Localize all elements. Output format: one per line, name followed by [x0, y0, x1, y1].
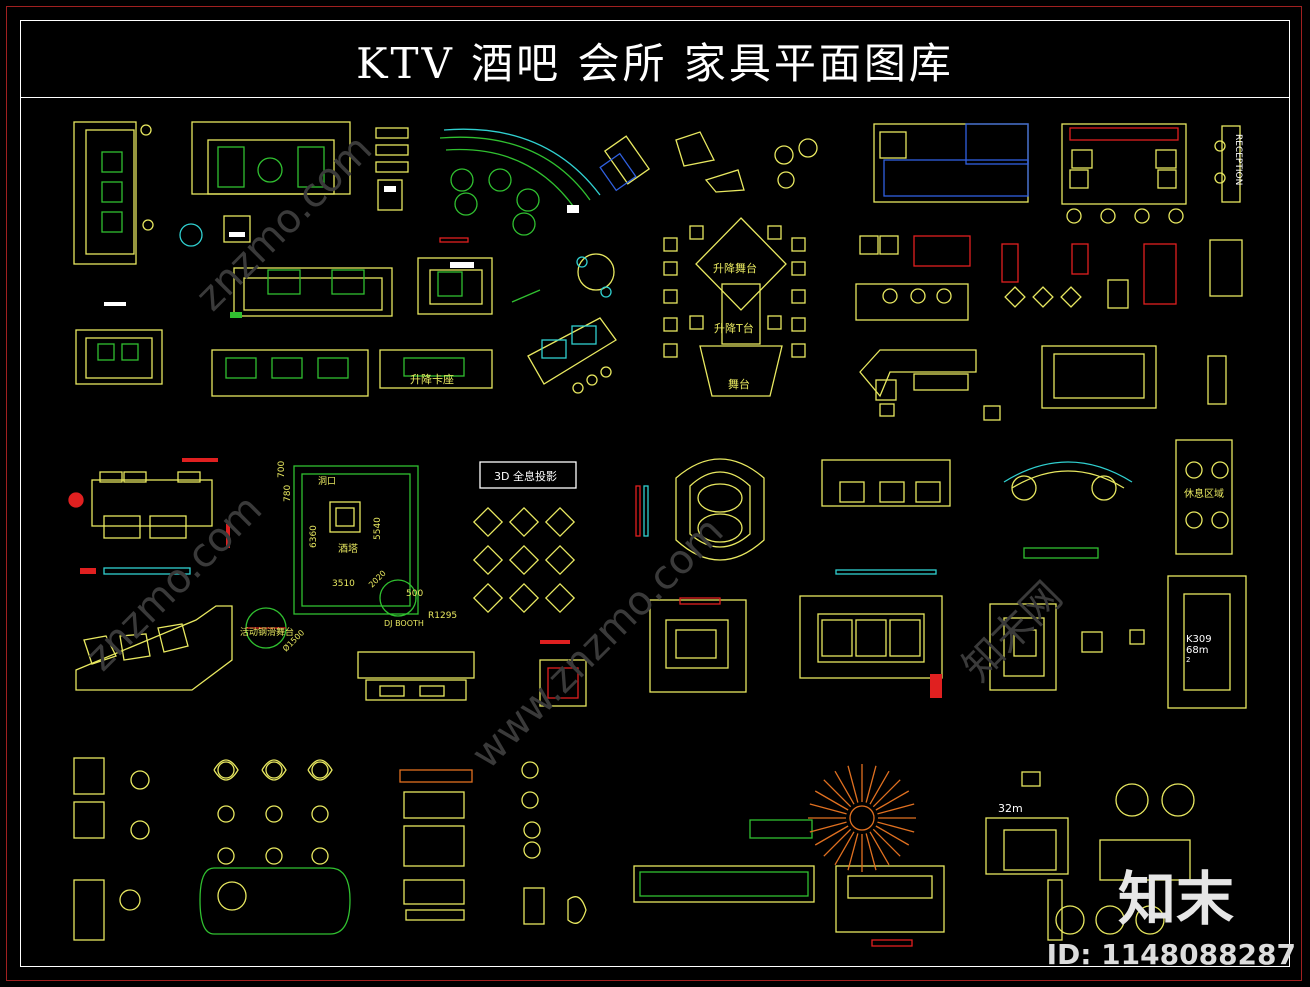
- lounge-chair-pair: [599, 131, 818, 193]
- sunburst-ray: [869, 770, 890, 805]
- label-room-area: 68m: [1186, 645, 1208, 656]
- dim-500: 500: [406, 589, 423, 599]
- sunburst-ray: [809, 821, 847, 833]
- sunburst-ray: [814, 790, 849, 811]
- sunburst-ray: [834, 831, 855, 866]
- bar-counter-plan: [873, 123, 1029, 203]
- corner-bar-set: [859, 349, 1001, 421]
- sunburst-rays: [808, 764, 916, 872]
- booth-sofa-right: [1041, 345, 1227, 409]
- curved-sofa-cluster: [75, 605, 233, 691]
- l-bar-counter: [1001, 239, 1243, 309]
- curved-bar-counter: [439, 128, 601, 236]
- sunburst-ray: [847, 765, 859, 803]
- sunburst-ray: [875, 825, 910, 846]
- dim-r1295: R1295: [428, 611, 457, 621]
- watermark-logo: 知末: [1118, 865, 1235, 933]
- oval-lounge-island: [199, 867, 351, 935]
- label-lift-seat: 升降卡座: [410, 372, 454, 386]
- sunburst-ray: [865, 765, 877, 803]
- curved-lounge: [1003, 461, 1133, 559]
- watermark-id: ID: 1148088287: [1046, 938, 1296, 971]
- rest-area-tables: [1175, 439, 1233, 555]
- large-sofa-block: [799, 595, 943, 698]
- sunburst-ray: [865, 833, 877, 871]
- triple-booth: [211, 349, 493, 397]
- dim-780: 780: [283, 485, 293, 502]
- sofa-stack-left: [73, 757, 150, 941]
- sunburst-ray: [877, 803, 915, 815]
- label-wine-tower: 酒塔: [338, 542, 358, 555]
- label-lift-t-stage: 升降T台: [714, 321, 754, 335]
- drawing-title: KTV 酒吧 会所 家具平面图库: [356, 39, 954, 88]
- label-rest-area: 休息区域: [1184, 487, 1224, 500]
- sunburst-ray: [834, 770, 855, 805]
- sunburst-ray: [875, 790, 910, 811]
- inner-frame: [20, 20, 1290, 967]
- sunburst-ray: [872, 779, 901, 808]
- dim-6360: 6360: [309, 525, 319, 548]
- sofa-bench-row: [633, 819, 815, 903]
- sunburst-ray: [823, 828, 852, 857]
- dining-set-column: [399, 769, 473, 921]
- square-room-plan: [989, 575, 1247, 709]
- sunburst-ray: [869, 831, 890, 866]
- label-dj-booth: DJ BOOTH: [384, 619, 424, 628]
- reception-desk: [1214, 125, 1241, 203]
- sunburst-ray: [877, 821, 915, 833]
- booth-sofa-row4: [357, 651, 475, 701]
- room-32-block: [985, 771, 1069, 875]
- outer-frame: [6, 6, 1302, 981]
- label-stage: 舞台: [728, 377, 750, 391]
- round-table-cluster: [1047, 783, 1195, 941]
- label-entrance: 洞口: [318, 476, 336, 487]
- label-room-area-unit: 2: [1186, 656, 1190, 664]
- sunburst-ray: [872, 828, 901, 857]
- dim-700: 700: [277, 461, 287, 478]
- lift-stage-block: [663, 217, 806, 397]
- title-divider: [20, 97, 1290, 98]
- long-sofa-pair: [230, 267, 393, 318]
- low-sofa-left: [75, 302, 163, 385]
- sunburst-ray: [823, 779, 852, 808]
- label-hologram: 3D 全息投影: [494, 469, 557, 483]
- diamond-table-grid: [472, 461, 577, 614]
- dim-5540: 5540: [373, 517, 383, 540]
- label-room-code: K309: [1186, 634, 1212, 645]
- sunburst-ray: [847, 833, 859, 871]
- label-reception: RECEPTION: [1233, 134, 1243, 185]
- sofa-room-block: [649, 597, 747, 693]
- dim-3510: 3510: [332, 579, 355, 589]
- clover-table-grid: [213, 759, 333, 865]
- dining-booth: [539, 640, 587, 707]
- u-sofa-block: [179, 121, 351, 247]
- sunburst-ray: [814, 825, 849, 846]
- round-booth: [511, 253, 615, 303]
- long-sofa-mid: [821, 459, 951, 575]
- l-sofa-block: [73, 121, 154, 265]
- sunburst-light: [849, 805, 875, 831]
- booth-sofa: [417, 237, 493, 315]
- chair-scatter: [521, 761, 587, 925]
- angled-bar: [527, 317, 617, 394]
- sunburst-ray: [809, 803, 847, 815]
- wine-tower-stage: [245, 465, 419, 649]
- label-rotating-stage: 活动钢滑舞台: [240, 626, 294, 638]
- bar-chair-stack: [375, 127, 409, 211]
- sofa-set-tables: [1061, 123, 1187, 224]
- oval-booth: [635, 458, 765, 561]
- bar-area-right: [855, 235, 971, 321]
- tv-wall-booth: [835, 865, 945, 947]
- label-area-32: 32m: [998, 802, 1023, 815]
- bar-seating-left: [68, 458, 230, 575]
- label-lift-stage: 升降舞台: [713, 261, 757, 275]
